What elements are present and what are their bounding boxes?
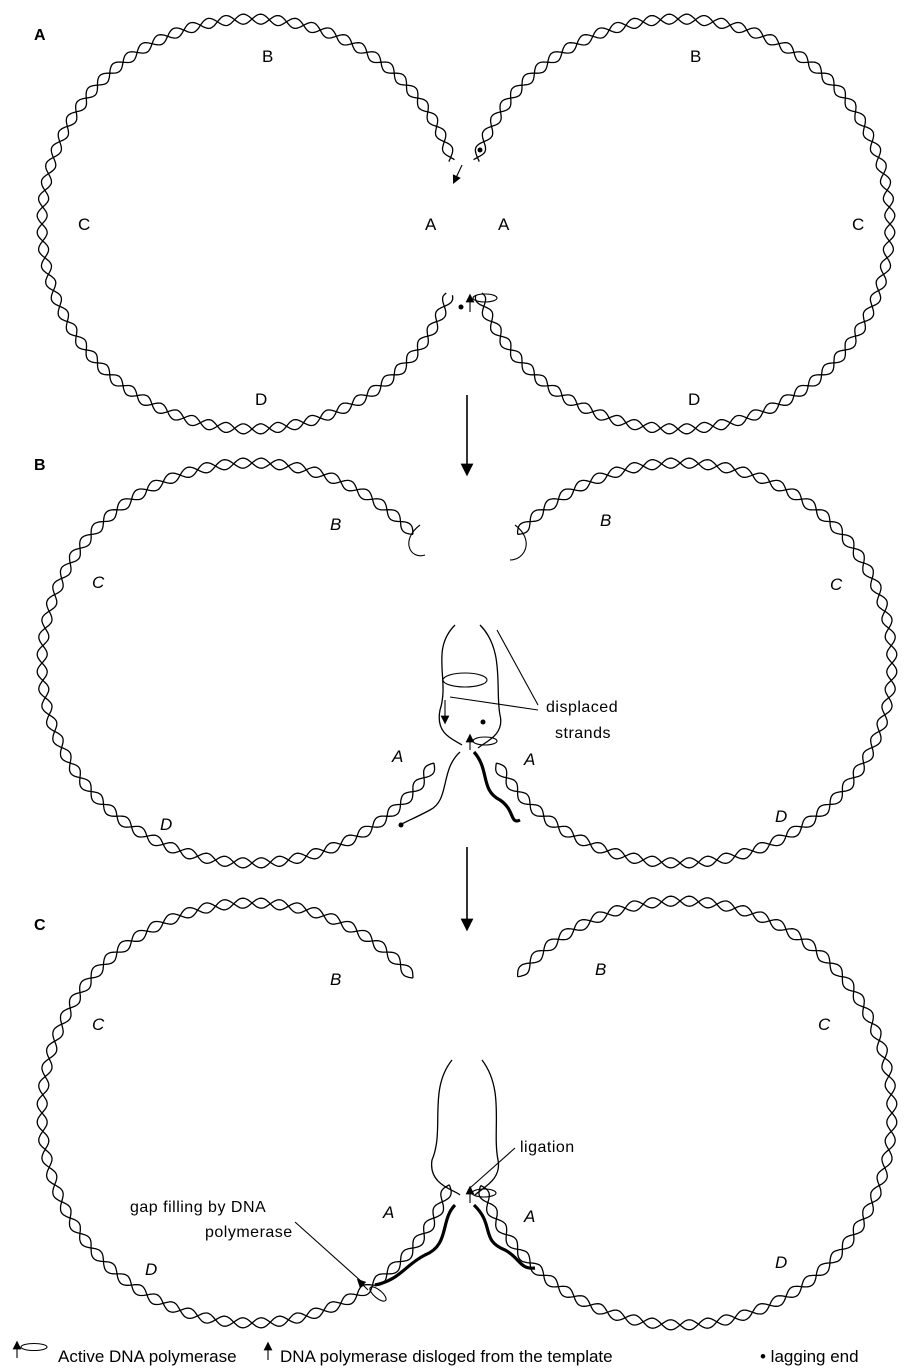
- panel-a-label: A: [34, 27, 46, 44]
- legend-active-polymerase: Active DNA polymerase: [58, 1347, 237, 1366]
- dna-helix-strand: [478, 895, 898, 1331]
- label-b: B: [330, 970, 341, 989]
- new-strand: [472, 1203, 536, 1270]
- displaced-strand-right: [474, 1059, 500, 1196]
- dna-helix-strand: [474, 13, 896, 435]
- label-d: D: [688, 390, 700, 409]
- gap-filling-label: polymerase: [205, 1224, 293, 1241]
- dna-helix-strand: [36, 13, 455, 435]
- lagging-end-dot: [477, 147, 483, 153]
- dna-helix-strand: [36, 13, 454, 435]
- pointer-line: [449, 696, 539, 711]
- panel-c-label: C: [34, 917, 46, 934]
- panel-b: B B C A D B C A D displaced strands: [34, 457, 898, 869]
- dna-helix-strand: [36, 457, 436, 869]
- polymerase-clamp-icon: [369, 1286, 387, 1302]
- label-d: D: [160, 815, 172, 834]
- label-b: B: [595, 960, 606, 979]
- label-a: A: [391, 747, 403, 766]
- rotation-icon: [408, 524, 426, 557]
- displaced-strands-label: strands: [555, 725, 611, 742]
- legend-dislodged-polymerase: DNA polymerase disloged from the templat…: [280, 1347, 613, 1366]
- single-strand: [399, 751, 461, 826]
- label-d: D: [255, 390, 267, 409]
- lagging-end-dot: [480, 719, 486, 725]
- panel-a-right-circle: [473, 13, 896, 435]
- panel-b-label: B: [34, 457, 46, 474]
- active-polymerase-legend-icon: [12, 1340, 48, 1358]
- displaced-strand-left: [431, 1059, 461, 1196]
- displaced-strand-right: [477, 624, 502, 749]
- ligation-label: ligation: [520, 1139, 575, 1156]
- legend-lagging-end: • lagging end: [760, 1347, 859, 1366]
- dna-helix-strand: [495, 457, 898, 869]
- panel-c: C B C A D B C A D ligation gap filling b…: [34, 895, 898, 1331]
- panel-b-left-circle: [36, 457, 436, 869]
- label-a: A: [523, 1207, 535, 1226]
- label-b: B: [330, 515, 341, 534]
- active-polymerase-icon: [356, 1278, 369, 1291]
- label-b: B: [262, 47, 273, 66]
- legend: Active DNA polymerase DNA polymerase dis…: [12, 1340, 859, 1366]
- rotation-icon: [442, 672, 488, 688]
- panel-a-left-circle: [36, 13, 455, 435]
- label-a: A: [425, 215, 437, 234]
- displaced-strand-left: [438, 624, 463, 746]
- new-strand: [472, 750, 521, 823]
- label-c: C: [92, 573, 105, 592]
- dna-helix-strand: [473, 13, 896, 435]
- label-c: C: [92, 1015, 105, 1034]
- dislodged-polymerase-icon: [452, 164, 463, 184]
- label-c: C: [78, 215, 90, 234]
- pointer-line: [496, 629, 539, 706]
- panel-b-right-circle: [495, 457, 898, 869]
- label-b: B: [600, 511, 611, 530]
- label-d: D: [775, 807, 787, 826]
- panel-a: A B C A D B C A D: [34, 13, 896, 435]
- label-d: D: [145, 1260, 157, 1279]
- polymerase-clamp-icon: [471, 1188, 497, 1198]
- pointer-line: [469, 1147, 516, 1189]
- dna-helix-strand: [496, 457, 898, 869]
- dna-helix-strand: [480, 895, 898, 1331]
- lagging-end-dot: [398, 822, 404, 828]
- label-c: C: [830, 575, 843, 594]
- label-a: A: [523, 750, 535, 769]
- gap-filling-label: gap filling by DNA: [130, 1199, 266, 1216]
- label-c: C: [852, 215, 864, 234]
- dna-helix-strand: [36, 457, 435, 869]
- panel-c-right-circle: [478, 895, 898, 1331]
- label-a: A: [382, 1203, 394, 1222]
- label-c: C: [818, 1015, 831, 1034]
- new-strand: [374, 1203, 457, 1287]
- dna-helix-strand: [36, 897, 452, 1329]
- polymerase-clamp-icon: [472, 736, 498, 746]
- displaced-strands-label: displaced: [546, 699, 618, 716]
- polymerase-clamp-icon: [472, 293, 498, 303]
- rotation-icon: [509, 524, 527, 561]
- label-d: D: [775, 1253, 787, 1272]
- panel-c-left-circle: [36, 897, 452, 1329]
- lagging-end-dot: [458, 304, 464, 310]
- pointer-line: [294, 1221, 363, 1283]
- label-a: A: [498, 215, 510, 234]
- label-b: B: [690, 47, 701, 66]
- dna-helix-strand: [36, 897, 450, 1329]
